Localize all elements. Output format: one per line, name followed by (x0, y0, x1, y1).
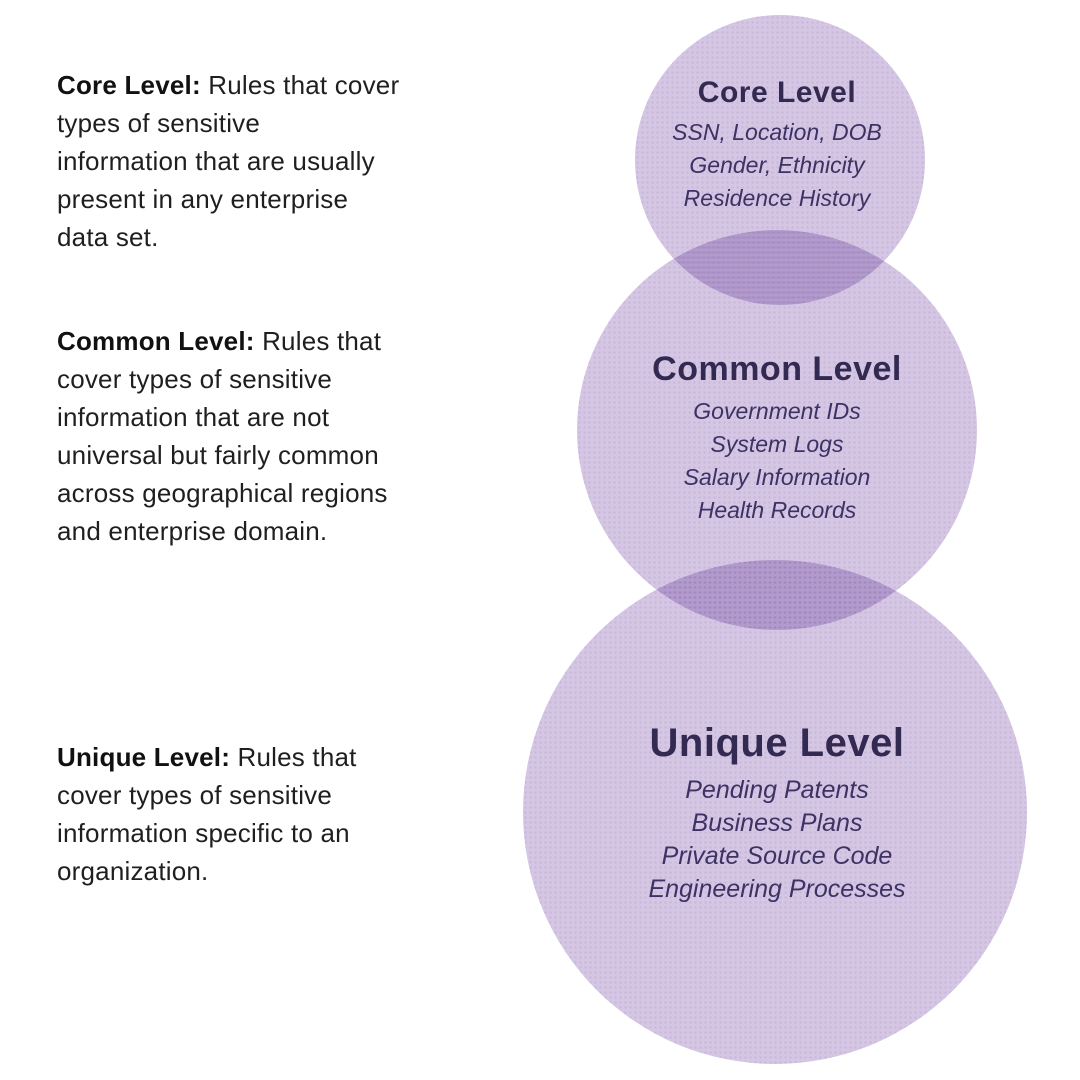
unique-level-items: Pending Patents Business Plans Private S… (517, 774, 1037, 906)
core-level-title: Core Level (697, 76, 857, 109)
description-line: types of sensitive (57, 108, 261, 138)
description-line: information specific to an (57, 818, 350, 848)
common-level-label: Common Level: (57, 326, 255, 356)
unique-level-item: Engineering Processes (648, 875, 906, 903)
core-level-item: SSN, Location, DOB (672, 119, 882, 145)
description-text: Rules that cover (208, 70, 400, 100)
description-line: Core Level: Rules that cover (57, 66, 497, 104)
common-level-item: Salary Information (683, 464, 871, 490)
unique-level-label: Unique Level: (57, 742, 231, 772)
core-level-circle-text: Core Level SSN, Location, DOB Gender, Et… (517, 74, 1037, 215)
core-level-label: Core Level: (57, 70, 201, 100)
core-level-items: SSN, Location, DOB Gender, Ethnicity Res… (517, 116, 1037, 215)
unique-level-item: Private Source Code (661, 842, 893, 870)
core-level-description: Core Level: Rules that cover types of se… (57, 66, 497, 256)
core-level-item: Residence History (683, 185, 871, 211)
description-line: Common Level: Rules that (57, 322, 497, 360)
description-line: across geographical regions (57, 478, 388, 508)
description-line: organization. (57, 856, 209, 886)
common-level-item: Government IDs (693, 398, 861, 424)
description-text: Rules that (237, 742, 357, 772)
description-line: cover types of sensitive (57, 364, 333, 394)
unique-level-item: Business Plans (691, 809, 863, 837)
description-line: and enterprise domain. (57, 516, 328, 546)
common-level-circle (577, 230, 977, 630)
core-level-item: Gender, Ethnicity (689, 152, 865, 178)
description-line: data set. (57, 222, 159, 252)
common-level-circle-text: Common Level Government IDs System Logs … (517, 348, 1037, 527)
common-level-items: Government IDs System Logs Salary Inform… (517, 395, 1037, 527)
description-line: Unique Level: Rules that (57, 738, 497, 776)
common-level-item: System Logs (710, 431, 844, 457)
unique-level-circle-text: Unique Level Pending Patents Business Pl… (517, 718, 1037, 906)
description-text: Rules that (262, 326, 382, 356)
description-line: information that are usually (57, 146, 375, 176)
common-level-item: Health Records (697, 497, 857, 523)
unique-level-circle (523, 560, 1027, 1064)
unique-level-description: Unique Level: Rules that cover types of … (57, 738, 497, 890)
common-level-title: Common Level (652, 350, 902, 388)
description-line: cover types of sensitive (57, 780, 333, 810)
unique-level-title: Unique Level (649, 721, 905, 765)
description-line: universal but fairly common (57, 440, 379, 470)
description-line: present in any enterprise (57, 184, 349, 214)
common-level-description: Common Level: Rules that cover types of … (57, 322, 497, 550)
description-line: information that are not (57, 402, 330, 432)
unique-level-item: Pending Patents (685, 776, 869, 804)
